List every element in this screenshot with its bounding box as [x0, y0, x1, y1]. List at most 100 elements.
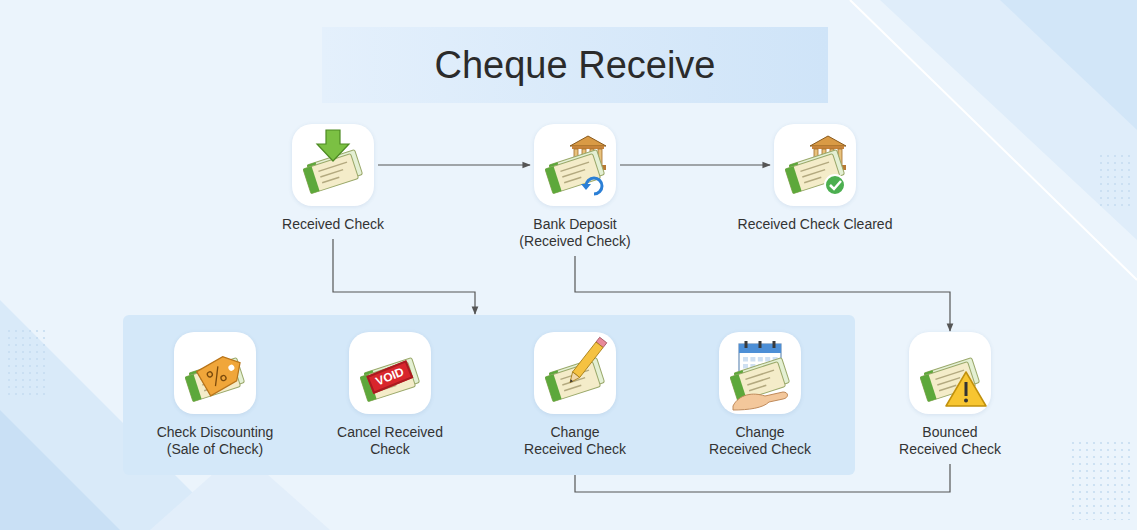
icon-part [197, 351, 247, 396]
icon-part [545, 154, 601, 194]
icon-part [545, 374, 562, 402]
pencil-symbol [566, 337, 606, 385]
icon-part [802, 170, 825, 177]
decor-dots [1070, 440, 1130, 520]
cheque-symbol [303, 154, 359, 194]
icon-part [785, 154, 841, 194]
icon-box [292, 124, 374, 206]
discount-icon [174, 332, 256, 414]
process-node: Bank Deposit (Received Check) [508, 124, 642, 250]
icon-part [545, 166, 562, 194]
warning-symbol [965, 382, 968, 396]
icon-part [749, 385, 766, 391]
calendar-icon [719, 332, 801, 414]
hand-symbol [733, 392, 788, 410]
received-icon [292, 124, 374, 206]
icon-part [773, 341, 776, 348]
process-node: Received Check Cleared [728, 124, 903, 233]
icon-part [573, 342, 603, 377]
icon-part [812, 146, 844, 149]
decor-dots [8, 330, 48, 400]
node-label: Received Check [282, 216, 384, 233]
cycle-symbol [581, 184, 591, 190]
node-label: Bounced Received Check [892, 424, 1008, 458]
icon-part [920, 374, 937, 402]
decor-shape [880, 0, 1137, 240]
icon-part [206, 371, 213, 378]
icon-part [569, 379, 573, 383]
process-node: Change Received Check [521, 332, 629, 458]
icon-box [909, 332, 991, 414]
flow-arrow [378, 164, 530, 165]
deposit-icon [534, 124, 616, 206]
icon-box [774, 124, 856, 206]
icon-part [750, 357, 755, 362]
icon-part [566, 372, 579, 385]
node-label: Change Received Check [521, 424, 629, 458]
icon-part [743, 357, 748, 362]
icon-part [220, 375, 227, 382]
process-node: Change Received Check [706, 332, 814, 458]
flow-arrow [333, 239, 475, 314]
icon-part [810, 136, 846, 146]
icon-part [570, 136, 606, 146]
icon-part [937, 378, 960, 385]
icon-part [745, 341, 748, 348]
icon-part [207, 366, 225, 386]
node-label: Cancel Received Check [336, 424, 444, 458]
tag-symbol [197, 351, 247, 396]
decor-shape [1000, 0, 1137, 130]
decor-shape [0, 410, 120, 530]
icon-part [185, 374, 202, 402]
node-label: Received Check Cleared [738, 216, 893, 233]
process-node: Bounced Received Check [892, 332, 1008, 458]
icon-part [758, 357, 763, 362]
icon-box [534, 124, 616, 206]
icon-part [939, 385, 956, 391]
icon-part [322, 177, 339, 183]
flow-arrow [620, 164, 770, 165]
icon-part [303, 166, 320, 194]
icon-part [572, 146, 604, 149]
icon-part [743, 364, 748, 369]
warning-symbol [964, 399, 968, 403]
icon-part [747, 378, 770, 385]
warning-symbol [946, 372, 986, 406]
cheque-symbol [545, 362, 601, 402]
process-node: Check Discounting (Sale of Check) [146, 332, 285, 458]
cleared-icon [774, 124, 856, 206]
process-node: Cancel Received Check [336, 332, 444, 458]
icon-part [564, 177, 581, 183]
title: Cheque Receive [435, 44, 716, 87]
cheque-symbol [785, 154, 841, 194]
decor-dots [1095, 150, 1135, 210]
icon-box [719, 332, 801, 414]
node-label: Check Discounting (Sale of Check) [146, 424, 285, 458]
icon-part [564, 385, 581, 391]
title-box: Cheque Receive [322, 27, 828, 103]
icon-part [320, 170, 343, 177]
group-band: Check Discounting (Sale of Check) Cancel … [123, 315, 855, 475]
icon-part [227, 364, 235, 372]
icon-part [804, 177, 821, 183]
check-symbol [830, 181, 841, 189]
cheque-symbol [545, 154, 601, 194]
icon-part [785, 166, 802, 194]
arrow-symbol [317, 130, 349, 161]
icon-part [562, 170, 585, 177]
change-icon [534, 332, 616, 414]
icon-box [534, 332, 616, 414]
icon-part [765, 357, 770, 362]
icon-part [303, 154, 359, 194]
icon-part [545, 362, 601, 402]
node-label: Change Received Check [706, 424, 814, 458]
process-node: Received Check [273, 124, 393, 233]
decor-line [850, 0, 1137, 280]
bounced-icon [909, 332, 991, 414]
icon-part [759, 341, 762, 348]
icon-box [174, 332, 256, 414]
check-symbol [825, 175, 845, 195]
node-label: Bank Deposit (Received Check) [508, 216, 642, 250]
